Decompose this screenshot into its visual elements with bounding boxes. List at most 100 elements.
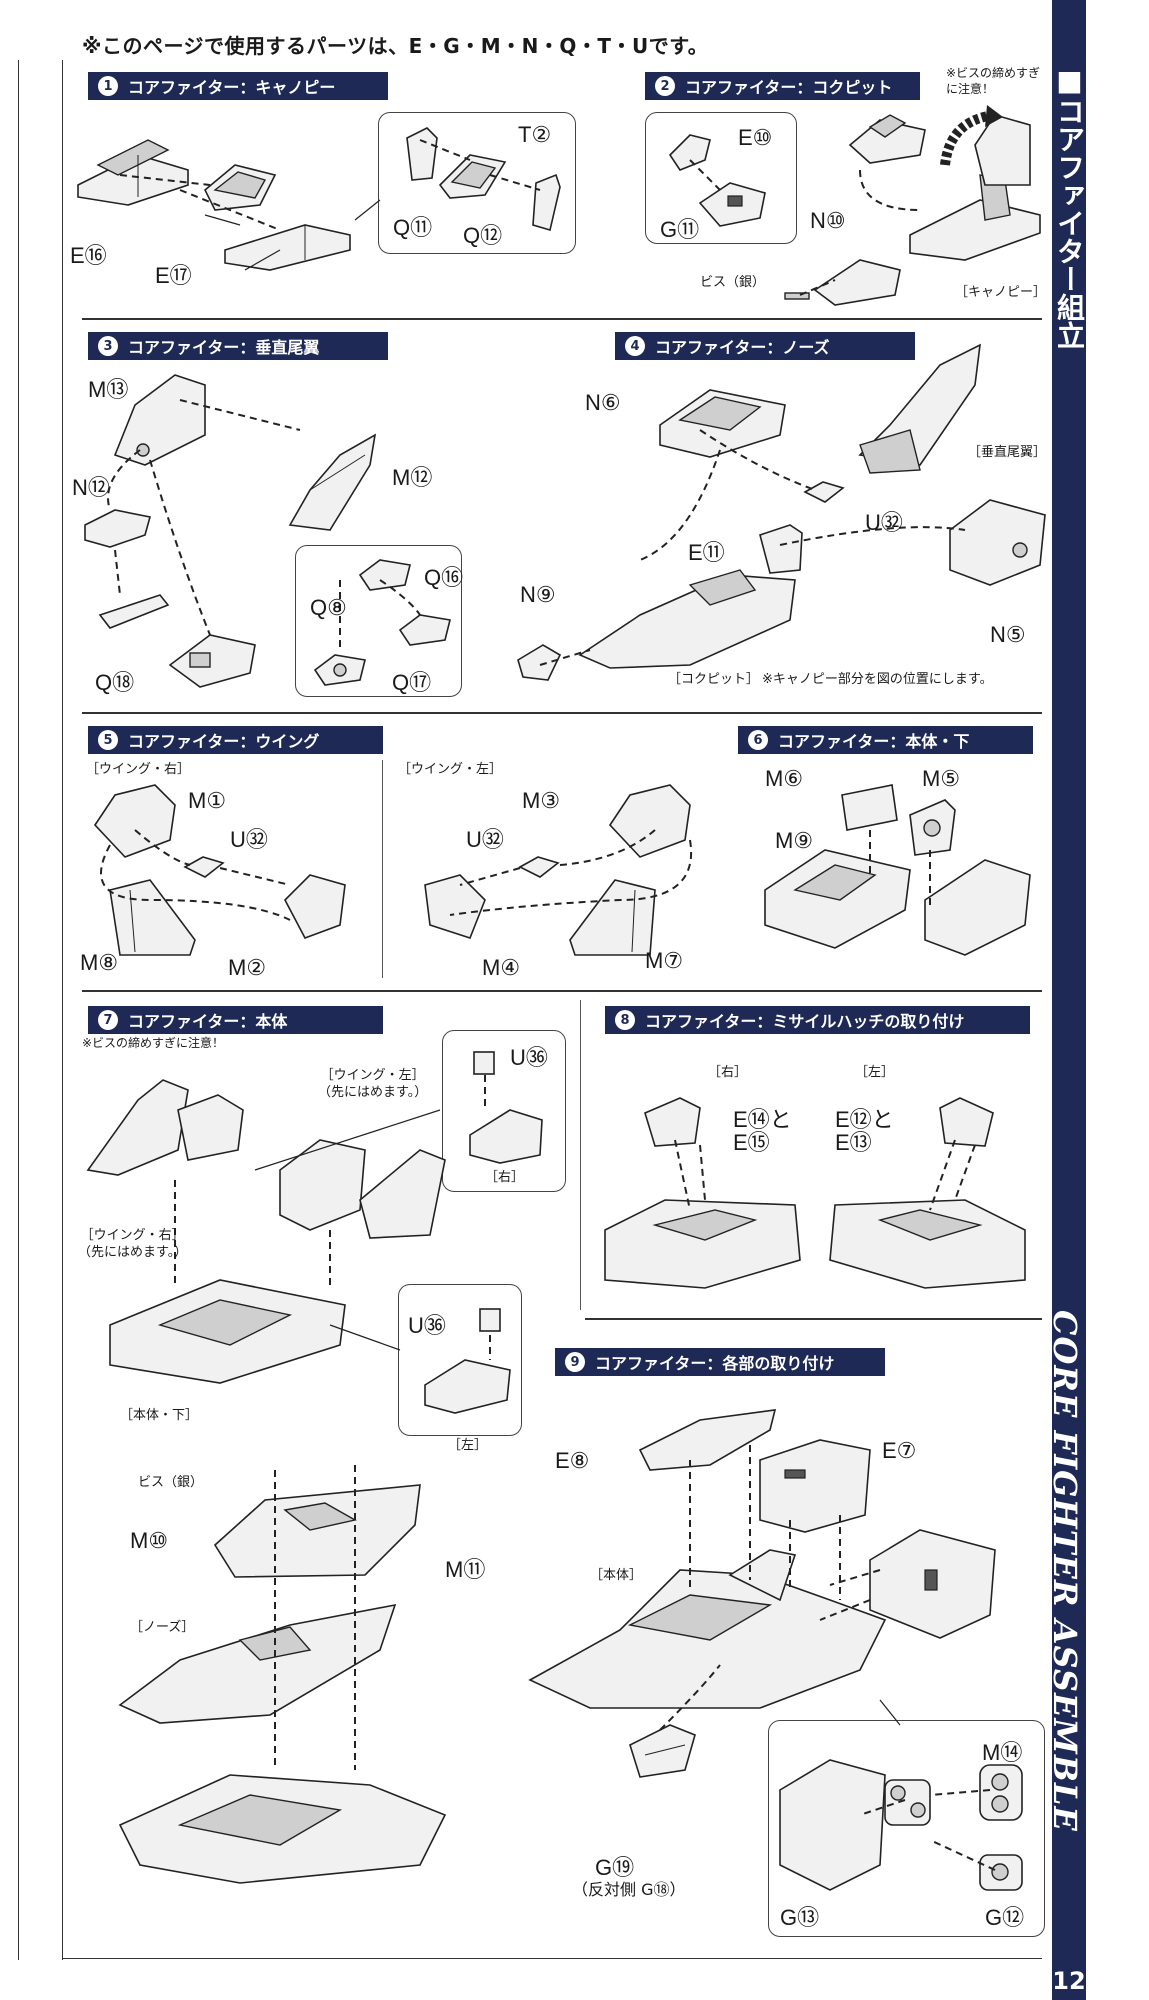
body-lower-assembled [109, 1279, 346, 1384]
m13-part [113, 374, 206, 466]
part-label-e12-e13: E⑫と E⑬ [835, 1107, 894, 1156]
canopy-part [204, 164, 277, 211]
part-label-q12: Q⑫ [463, 223, 503, 248]
wing-left-assembled [279, 1139, 446, 1239]
n6-part [659, 389, 786, 458]
hatch-left-part [939, 1097, 994, 1147]
part-label-m11: M⑪ [445, 1557, 486, 1582]
e10-part [668, 134, 711, 171]
u32-part [803, 481, 845, 503]
parts-used-note: ※このページで使用するパーツは、E・G・M・N・Q・T・Uです。 [82, 34, 709, 58]
part-label-u32-right: U㉜ [230, 827, 268, 852]
screw-silver-label-step7: ビス（銀） [138, 1475, 204, 1490]
n12-part [84, 509, 152, 548]
part-label-g12: G⑫ [985, 1905, 1025, 1930]
left-tag-step8: ［左］ [855, 1065, 895, 1080]
part-label-t2: T② [518, 122, 552, 147]
part-label-e7: E⑦ [882, 1438, 917, 1463]
part-label-e10: E⑩ [738, 125, 773, 150]
part-label-u36-left: U㊱ [408, 1313, 446, 1338]
divider [82, 712, 1042, 714]
e8-part [638, 1409, 777, 1471]
part-label-n6: N⑥ [585, 390, 621, 415]
m8-part [109, 879, 196, 956]
u32-part-left [518, 856, 560, 878]
q11-part [406, 127, 438, 181]
hatch-right-part [644, 1097, 701, 1147]
wing-left-first-tag: ［ウイング・左］ （先にはめます。） [318, 1068, 428, 1100]
part-label-e17: E⑰ [155, 263, 192, 288]
part-label-e16: E⑯ [70, 243, 107, 268]
screw-silver-label: ビス（銀） [700, 275, 766, 290]
wing-left-tag: ［ウイング・左］ [398, 762, 503, 777]
n9-part [517, 644, 562, 681]
canopy-frame-part [77, 139, 189, 206]
body-hatch-right [604, 1199, 801, 1289]
screw-warning-note: ※ビスの締めすぎ に注意！ [946, 66, 1041, 96]
page-number: 12 [1052, 1967, 1086, 1995]
part-label-q18: Q⑱ [95, 670, 135, 695]
part-label-e8: E⑧ [555, 1448, 590, 1473]
part-label-m6: M⑥ [765, 766, 804, 791]
part-label-m14: M⑭ [982, 1740, 1023, 1765]
section-title-english: CORE FIGHTER ASSEMBLE [1046, 1310, 1084, 1832]
page-frame-bottom [62, 1958, 1042, 1959]
part-label-q11: Q⑪ [393, 215, 433, 240]
canopy-tag: ［キャノピー］ [955, 285, 1047, 300]
q18-part [98, 594, 170, 629]
wing-right-assembled [86, 1079, 244, 1176]
divider [585, 1318, 1042, 1320]
q16-part [358, 559, 411, 591]
body-hatch-left [829, 1199, 1026, 1289]
divider [82, 318, 1042, 320]
divider [82, 990, 1042, 992]
body-lower-part [764, 849, 911, 949]
canopy-assembled [974, 114, 1031, 186]
body-upper-part [213, 1484, 421, 1578]
part-label-m12: M⑫ [392, 465, 433, 490]
part-label-u32: U㉜ [865, 510, 903, 535]
right-tag-step8: ［右］ [708, 1065, 748, 1080]
q12-part [532, 173, 561, 232]
m3-part [608, 784, 691, 858]
divider [382, 760, 383, 978]
part-label-m5: M⑤ [922, 766, 961, 791]
right-tag-step7: ［右］ [485, 1170, 525, 1185]
e7-part [759, 1439, 871, 1533]
divider [580, 1000, 581, 1310]
cockpit-tag: ［コクピット］ [668, 672, 760, 687]
rotate-arrow-icon [940, 105, 1003, 166]
left-tag-step7: ［左］ [448, 1438, 488, 1453]
part-label-q17: Q⑰ [392, 670, 432, 695]
u32-part-right [183, 856, 225, 878]
n5-part [949, 499, 1046, 586]
g13-part [884, 1779, 931, 1826]
wing-right-first-tag: ［ウイング・右］ （先にはめます。） [78, 1228, 188, 1260]
cockpit-nose-assembled [578, 569, 796, 669]
part-label-q8: Q⑧ [310, 595, 347, 620]
section-title: ■コアファイター組立 [1053, 64, 1086, 349]
page-frame-left [62, 60, 63, 1960]
body-detail-left [424, 1359, 511, 1414]
part-label-g19: G⑲ [595, 1855, 635, 1880]
part-label-g13: G⑬ [780, 1905, 820, 1930]
sidebar-band [1052, 0, 1086, 2000]
canopy-position-note: ※キャノピー部分を図の位置にします。 [762, 672, 993, 687]
q8-part [313, 654, 366, 686]
t2-part [438, 154, 507, 199]
g19-part [629, 1724, 696, 1778]
tail-assembled [858, 343, 981, 474]
tail-tag: ［垂直尾翼］ [968, 445, 1047, 460]
part-label-u32-left: U㉜ [466, 827, 504, 852]
previous-page-edge [0, 60, 19, 1960]
m14-part [979, 1764, 1023, 1821]
seat-part [848, 114, 926, 164]
part-label-n12: N⑫ [72, 475, 110, 500]
part-label-m4: M④ [482, 955, 521, 980]
part-label-q16: Q⑯ [424, 565, 464, 590]
